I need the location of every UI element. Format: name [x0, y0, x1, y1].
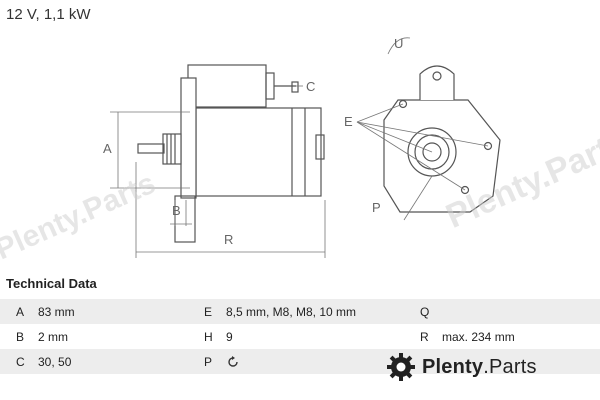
- solenoid: [187, 64, 267, 108]
- label-c: C: [306, 79, 315, 94]
- spec-value: 2 mm: [38, 329, 68, 344]
- spec-key: H: [204, 329, 213, 344]
- label-e: E: [344, 114, 353, 129]
- brand-name-bold: Plenty: [422, 355, 484, 378]
- label-u: U: [394, 36, 403, 51]
- spec-value: [226, 349, 404, 374]
- technical-data-title: Technical Data: [6, 276, 97, 291]
- pinion-gear: [422, 142, 442, 162]
- starter-diagram: A B C E P R U: [103, 36, 501, 258]
- spec-key: C: [0, 349, 38, 374]
- rotation-arrow-icon: [228, 355, 238, 367]
- brand-name: Plenty.Parts: [422, 356, 537, 379]
- brand-logo: Plenty.Parts: [386, 352, 537, 382]
- label-r: R: [224, 232, 233, 247]
- mounting-flange: [180, 77, 197, 199]
- spec-key: E: [188, 299, 226, 324]
- spec-key: A: [0, 299, 38, 324]
- pinion: [162, 133, 182, 165]
- label-b: B: [172, 203, 181, 218]
- spec-key: R: [420, 329, 429, 344]
- spec-header: 12 V, 1,1 kW: [6, 6, 91, 23]
- spec-key: B: [16, 329, 25, 344]
- table-row: A 83 mm E 8,5 mm, M8, M8, 10 mm Q: [0, 299, 600, 324]
- spec-value: max. 234 mm: [442, 329, 515, 344]
- spec-value: [442, 349, 600, 374]
- spec-key: P: [188, 349, 226, 374]
- table-row: C 30, 50 P: [0, 349, 600, 374]
- spec-key: Q: [404, 299, 442, 324]
- end-plate-outline: [383, 99, 501, 213]
- side-view: [110, 64, 326, 258]
- spec-value: 30, 50: [38, 349, 188, 374]
- spec-value: [442, 299, 600, 324]
- technical-data-table: A 83 mm E 8,5 mm, M8, M8, 10 mm Q B 2 mm…: [0, 299, 600, 374]
- motor-housing: [195, 107, 322, 197]
- table-row: B 2 mm H 9 R max. 234 mm: [0, 324, 600, 349]
- spec-value: 8,5 mm, M8, M8, 10 mm: [226, 299, 404, 324]
- spec-value: 83 mm: [38, 299, 188, 324]
- spec-value: 9: [226, 329, 233, 344]
- label-a: A: [103, 141, 112, 156]
- brand-name-rest: .Parts: [483, 355, 537, 378]
- end-view: [356, 37, 501, 221]
- gear-logo-icon: [387, 353, 415, 381]
- label-p: P: [372, 200, 381, 215]
